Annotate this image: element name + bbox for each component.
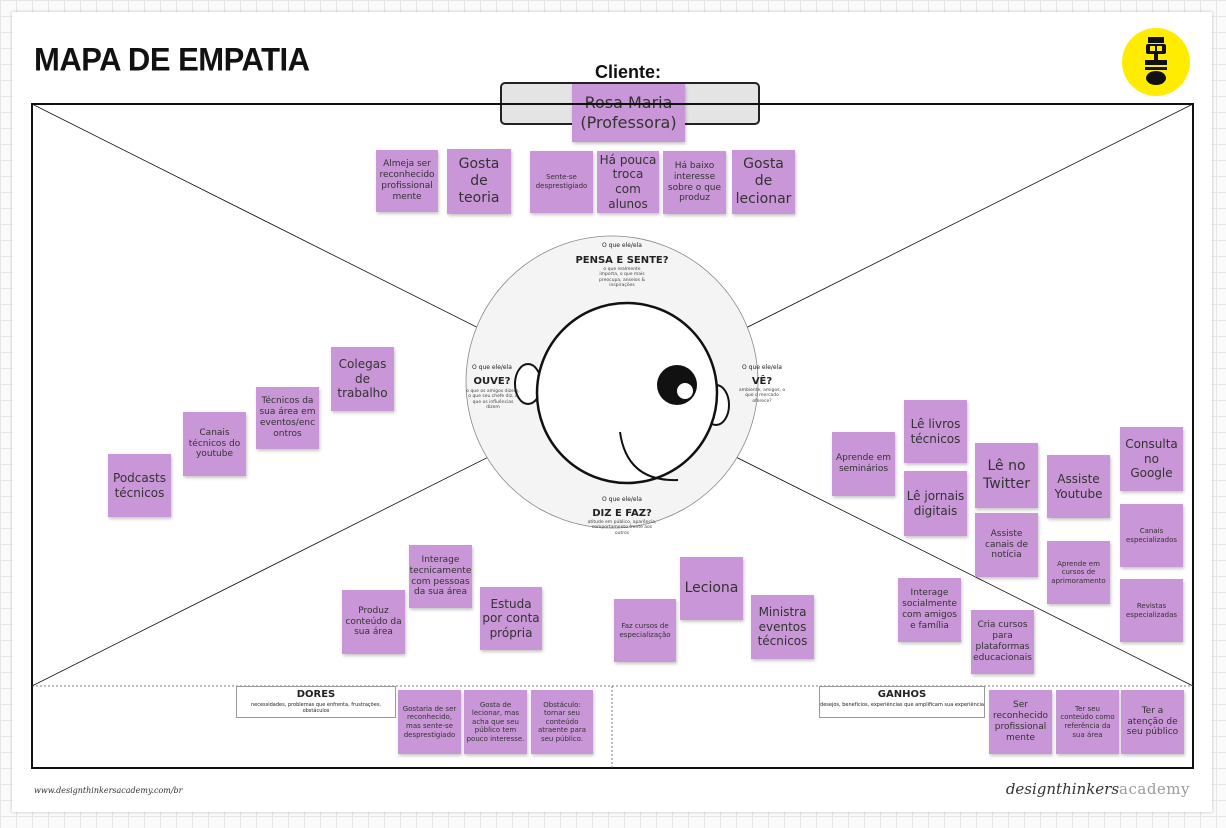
sticky-note[interactable]: Ministra eventos técnicos (751, 595, 814, 659)
page-title: MAPA DE EMPATIA (34, 41, 310, 78)
pensa-desc: o que realmente importa, o que mais preo… (599, 267, 645, 289)
footer-url: www.designthinkersacademy.com/br (34, 786, 183, 795)
sticky-note[interactable]: Produz conteúdo da sua área (342, 590, 405, 654)
sticky-note[interactable]: Consulta no Google (1120, 427, 1183, 491)
pensa-title: PENSA E SENTE? (575, 255, 669, 266)
sticky-note[interactable]: Revistas especializadas (1120, 579, 1183, 642)
sticky-note[interactable]: Gosta de teoria (447, 149, 511, 214)
sticky-note[interactable]: Colegas de trabalho (331, 347, 394, 411)
sticky-note[interactable]: Cria cursos para plataformas educacionai… (971, 610, 1034, 674)
sticky-note[interactable]: Assiste canais de notícia (975, 513, 1038, 577)
footer-brand-part-b: academy (1119, 780, 1190, 798)
map-outer-border (31, 103, 1194, 769)
ganhos-title: GANHOS (877, 689, 927, 700)
sticky-note[interactable]: Ser reconhecido profissional mente (989, 690, 1052, 754)
sticky-note[interactable]: Lê livros técnicos (904, 400, 967, 463)
sticky-note[interactable]: Gostaria de ser reconhecido, mas sente-s… (398, 690, 461, 754)
ve-desc: ambiente, amigos, o que o mercado oferec… (738, 388, 786, 404)
ouve-title: OUVE? (473, 376, 511, 387)
sticky-note[interactable]: Lê jornais digitais (904, 471, 967, 536)
diz-desc: atitude em público, aparência, comportam… (587, 520, 657, 536)
sticky-note[interactable]: Ter seu conteúdo como referência da sua … (1056, 690, 1119, 754)
dores-label: DORES necessidades, problemas que enfren… (236, 686, 396, 718)
sticky-note[interactable]: Canais técnicos do youtube (183, 412, 246, 476)
ganhos-desc: desejos, benefícios, experiências que am… (820, 702, 984, 708)
academy-logo-glyph (1145, 37, 1167, 85)
ganhos-label: GANHOS desejos, benefícios, experiências… (819, 686, 985, 718)
face-mouth (619, 431, 679, 482)
sticky-note[interactable]: Canais especializados (1120, 504, 1183, 567)
cliente-label: Cliente: (594, 62, 661, 82)
face-head (535, 301, 719, 485)
sticky-note[interactable]: Gosta de lecionar (732, 150, 795, 214)
ve-title: VÊ? (751, 376, 773, 387)
sticky-note[interactable]: Interage socialmente com amigos e famíli… (898, 578, 961, 642)
cliente-name-note[interactable]: Rosa Maria (Professora) (572, 84, 685, 142)
dores-title: DORES (296, 689, 336, 700)
sticky-note[interactable]: Almeja ser reconhecido profissional ment… (376, 150, 438, 212)
face-eye-icon (657, 365, 697, 405)
sticky-note[interactable]: Faz cursos de especialização (614, 599, 676, 662)
sticky-note[interactable]: Há pouca troca com alunos (597, 151, 659, 213)
footer-brand-part-a: designthinkers (1005, 780, 1120, 798)
diz-title: DIZ E FAZ? (592, 508, 652, 519)
ve-pre: O que ele/ela (742, 364, 782, 371)
sticky-note[interactable]: Aprende em cursos de aprimoramento (1047, 541, 1110, 604)
sticky-note[interactable]: Lê no Twitter (975, 443, 1038, 508)
sticky-note[interactable]: Técnicos da sua área em eventos/enc ontr… (256, 387, 319, 449)
sticky-note[interactable]: Sente-se desprestigiado (530, 151, 593, 213)
footer-brand: designthinkersacademy (1006, 780, 1190, 798)
academy-logo-icon (1122, 28, 1190, 96)
ouve-pre: O que ele/ela (472, 364, 512, 371)
sticky-note[interactable]: Estuda por conta própria (480, 587, 542, 650)
sticky-note[interactable]: Gosta de lecionar, mas acha que seu públ… (464, 690, 527, 754)
sticky-note[interactable]: Podcasts técnicos (108, 454, 171, 517)
sticky-note[interactable]: Aprende em seminários (832, 432, 895, 496)
sticky-note[interactable]: Há baixo interesse sobre o que produz (663, 151, 726, 214)
pensa-pre: O que ele/ela (602, 242, 642, 249)
diz-pre: O que ele/ela (602, 496, 642, 503)
dores-desc: necessidades, problemas que enfrenta, fr… (250, 702, 382, 714)
sticky-note[interactable]: Assiste Youtube (1047, 455, 1110, 518)
ouve-desc: o que os amigos dizem, o que seu chefe d… (466, 389, 520, 411)
sticky-note[interactable]: Ter a atenção de seu público (1121, 690, 1184, 754)
cliente-name-text: Rosa Maria (Professora) (580, 93, 677, 132)
sticky-note[interactable]: Interage tecnicamente com pessoas da sua… (409, 545, 472, 608)
face-eye-highlight (677, 383, 693, 399)
sticky-note[interactable]: Leciona (680, 557, 743, 620)
sticky-note[interactable]: Obstáculo: tornar seu conteúdo atraente … (531, 690, 593, 754)
